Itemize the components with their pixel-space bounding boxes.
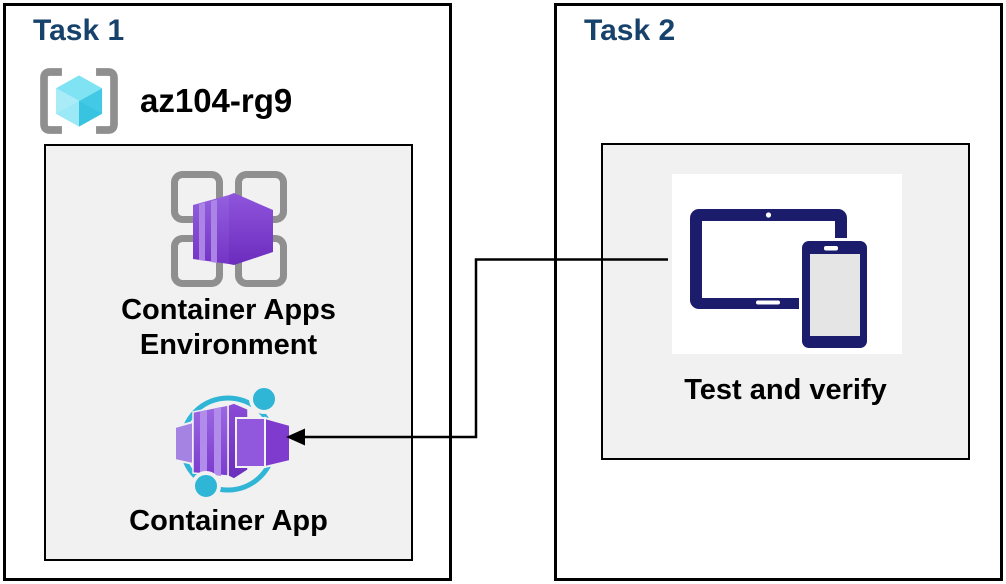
environment-label: Container Apps Environment [121,294,336,361]
container-app-label: Container App [129,505,328,537]
devices-icon [690,209,870,351]
resource-group-icon [40,68,118,134]
task2-box: Task 2 Test and verify [554,3,1003,581]
test-and-verify-label: Test and verify [684,374,887,406]
test-and-verify-card: Test and verify [601,143,970,460]
task1-title: Task 1 [33,14,125,47]
resource-group-name: az104-rg9 [140,82,293,119]
container-apps-environment-icon [171,171,287,287]
task1-box: Task 1 az104-rg9 [3,3,452,581]
resource-group-row: az104-rg9 [36,64,292,138]
devices-icon-background [672,174,902,354]
task2-title: Task 2 [584,14,676,47]
container-app-icon [174,384,291,501]
container-apps-environment-card: Container Apps Environment [44,144,413,561]
